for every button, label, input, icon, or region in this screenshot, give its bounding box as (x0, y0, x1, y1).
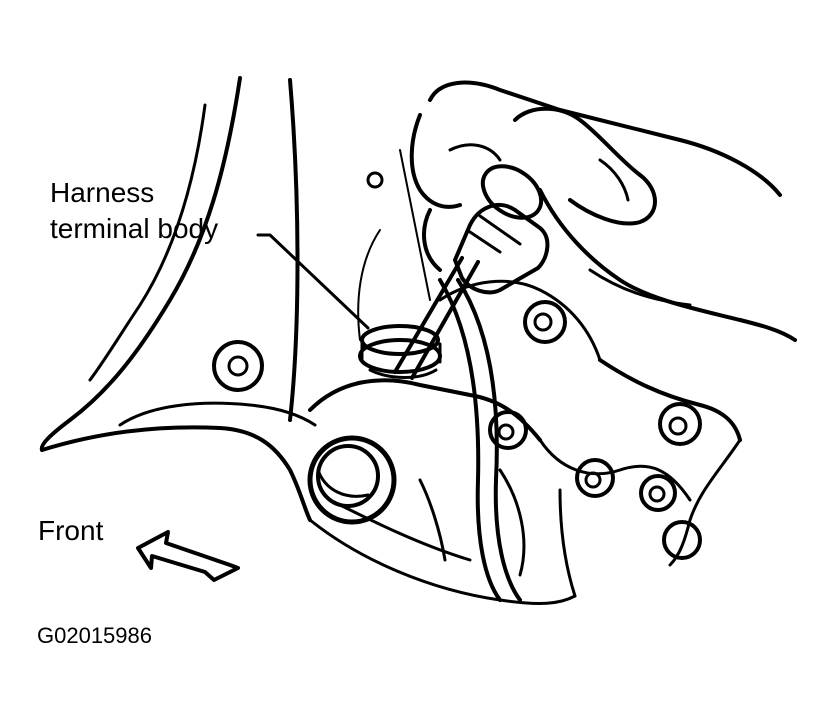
harness-terminal-body (358, 324, 442, 379)
small-hole (366, 171, 384, 189)
left-boss (212, 340, 264, 392)
wire-harness (438, 278, 522, 602)
front-label: Front (38, 515, 104, 546)
harness-label-line2: terminal body (50, 213, 219, 244)
drain-plug (307, 435, 397, 525)
hand (409, 80, 797, 342)
front-arrow-icon (136, 530, 240, 582)
harness-label-line1: Harness (50, 177, 155, 208)
figure-id: G02015986 (37, 623, 152, 648)
case-bolts (488, 300, 702, 560)
screwdriver (393, 164, 550, 380)
label-leader-line (256, 233, 370, 330)
